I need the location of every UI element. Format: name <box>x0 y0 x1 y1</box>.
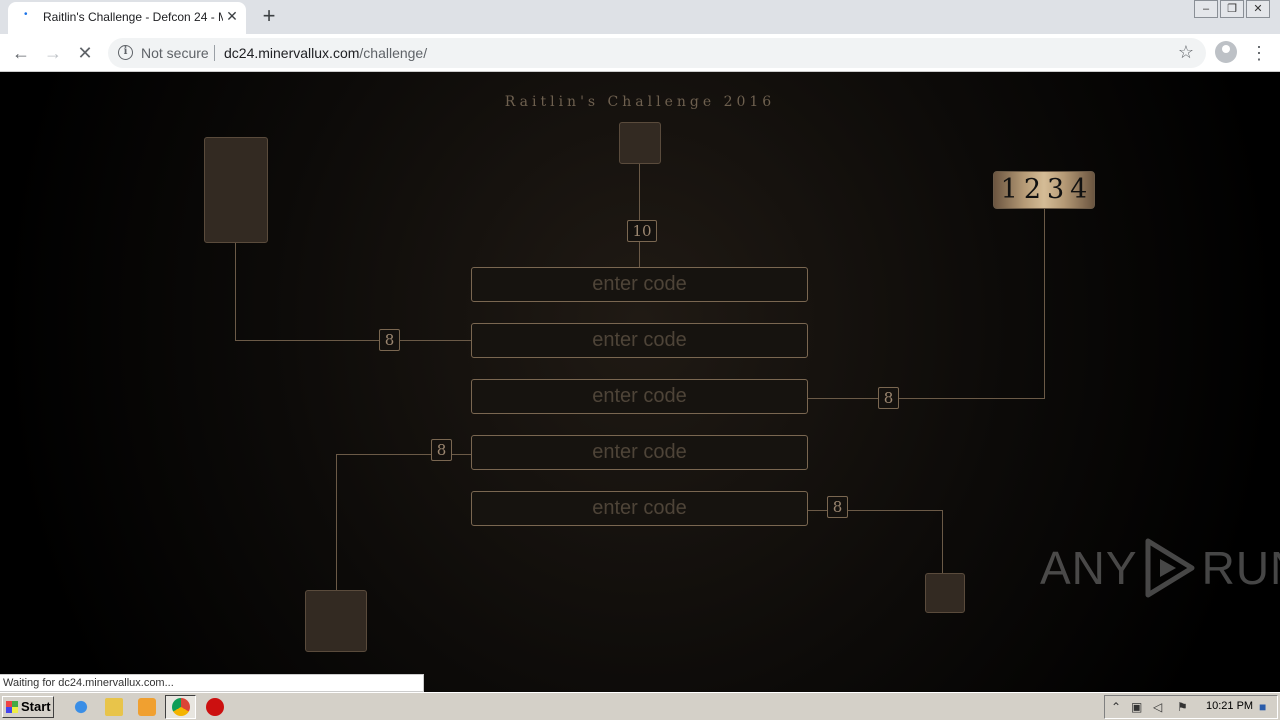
code-input-3[interactable] <box>471 379 808 414</box>
folder-icon[interactable] <box>105 698 123 716</box>
minimize-icon[interactable]: – <box>1194 0 1218 18</box>
loading-favicon-icon: • <box>24 9 28 20</box>
volume-icon[interactable]: ◁ <box>1153 700 1163 714</box>
tab-title: Raitlin's Challenge - Defcon 24 - Minerv… <box>43 10 223 24</box>
forward-button[interactable]: → <box>44 43 62 63</box>
anyrun-watermark: ANY RUN <box>1040 536 1280 600</box>
top-badge: 10 <box>627 220 657 242</box>
challenge-page: Raitlin's Challenge 2016 1234 10 8 8 8 8 <box>0 72 1280 692</box>
page-title: Raitlin's Challenge 2016 <box>504 94 776 110</box>
media-player-icon[interactable] <box>138 698 156 716</box>
url-text[interactable]: dc24.minervallux.com/challenge/ <box>224 45 427 61</box>
wire-right-upper-vertical <box>1044 208 1045 399</box>
tab-strip: • Raitlin's Challenge - Defcon 24 - Mine… <box>0 0 1280 34</box>
clock[interactable]: 10:21 PM <box>1206 700 1254 712</box>
network-icon[interactable]: ▣ <box>1131 700 1143 714</box>
browser-tab[interactable]: • Raitlin's Challenge - Defcon 24 - Mine… <box>8 2 246 34</box>
top-box[interactable] <box>619 122 661 164</box>
windows-taskbar: Start ⌃ ▣ ◁ ⚑ ■ 10:21 PM <box>0 692 1280 720</box>
right-lower-box[interactable] <box>925 573 965 613</box>
wire-left-lower-horizontal <box>336 454 471 455</box>
browser-toolbar: ← → ✕ i Not secure dc24.minervallux.com/… <box>0 34 1280 72</box>
wire-left-upper-vertical <box>235 242 236 340</box>
watermark-right: RUN <box>1201 542 1280 594</box>
stop-sign-icon[interactable] <box>206 698 224 716</box>
address-divider <box>214 45 215 61</box>
window-controls: – ❐ ✕ <box>1192 0 1270 18</box>
play-logo-icon <box>1145 538 1195 598</box>
left-upper-badge: 8 <box>379 329 400 351</box>
info-icon[interactable]: i <box>118 45 133 60</box>
left-upper-box[interactable] <box>204 137 268 243</box>
tray-expand-icon[interactable]: ⌃ <box>1111 700 1122 714</box>
restore-icon[interactable]: ❐ <box>1220 0 1244 18</box>
combination-display[interactable]: 1234 <box>993 171 1095 209</box>
watermark-left: ANY <box>1040 542 1138 594</box>
code-input-1[interactable] <box>471 267 808 302</box>
security-label[interactable]: Not secure <box>141 45 209 61</box>
close-tab-icon[interactable]: ✕ <box>226 8 238 24</box>
status-bubble: Waiting for dc24.minervallux.com... <box>0 674 424 692</box>
stop-loading-button[interactable]: ✕ <box>77 43 93 63</box>
internet-explorer-icon[interactable] <box>72 698 90 716</box>
show-desktop-icon[interactable]: ■ <box>1259 700 1267 714</box>
address-bar[interactable]: i Not secure dc24.minervallux.com/challe… <box>108 38 1206 68</box>
profile-avatar-icon[interactable] <box>1215 41 1237 63</box>
start-button[interactable]: Start <box>2 696 54 718</box>
taskbar-chrome-item[interactable] <box>165 695 196 719</box>
wire-right-lower-vertical <box>942 510 943 573</box>
close-window-icon[interactable]: ✕ <box>1246 0 1270 18</box>
start-label: Start <box>21 699 51 714</box>
wire-left-lower-vertical <box>336 454 337 591</box>
code-input-2[interactable] <box>471 323 808 358</box>
back-button[interactable]: ← <box>12 43 30 63</box>
right-lower-badge: 8 <box>827 496 848 518</box>
new-tab-button[interactable]: + <box>262 3 276 28</box>
right-upper-badge: 8 <box>878 387 899 409</box>
left-lower-box[interactable] <box>305 590 367 652</box>
wire-right-upper-horizontal <box>808 398 1045 399</box>
chrome-icon <box>172 698 190 716</box>
left-lower-badge: 8 <box>431 439 452 461</box>
system-tray: ⌃ ▣ ◁ ⚑ ■ <box>1104 695 1278 719</box>
code-input-4[interactable] <box>471 435 808 470</box>
url-path: /challenge/ <box>359 45 428 61</box>
wire-left-upper-horizontal <box>235 340 471 341</box>
flag-icon[interactable]: ⚑ <box>1177 700 1188 714</box>
menu-kebab-icon[interactable]: ⋮ <box>1250 43 1268 63</box>
windows-logo-icon <box>6 701 18 713</box>
url-host: dc24.minervallux.com <box>224 45 360 61</box>
wire-right-lower-horizontal <box>808 510 943 511</box>
code-input-5[interactable] <box>471 491 808 526</box>
bookmark-star-icon[interactable]: ☆ <box>1177 42 1194 62</box>
wire-top <box>639 163 640 267</box>
